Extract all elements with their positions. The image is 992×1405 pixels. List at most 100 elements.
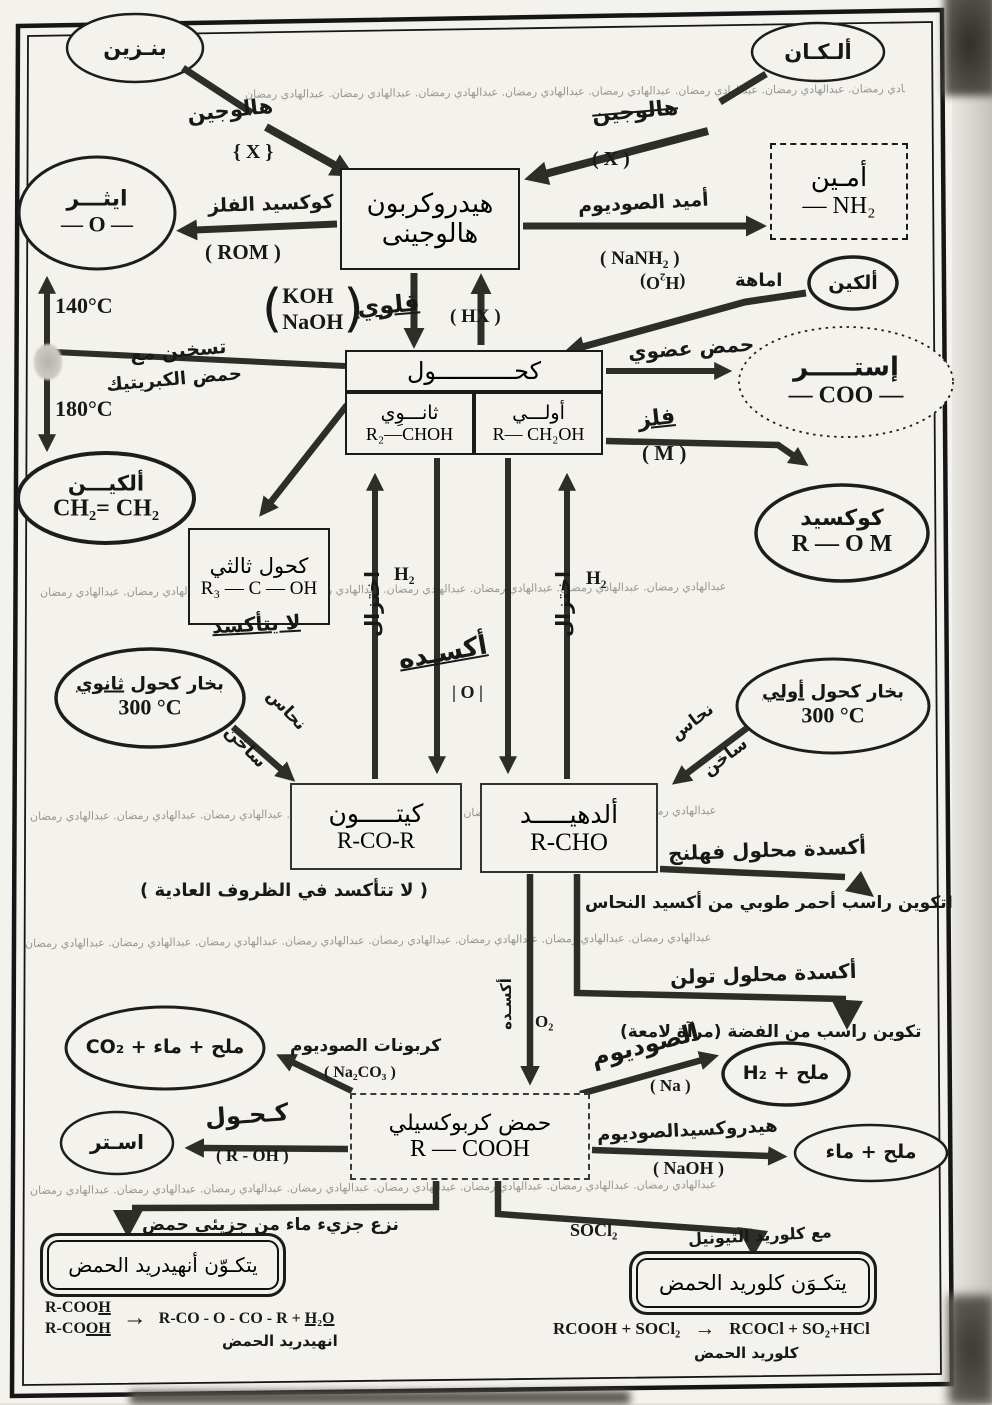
alkene-small-ellipse (807, 255, 899, 311)
arrow-alcohol-ester (184, 1138, 349, 1158)
metal-oxide-label: كوكسيد الفلز (207, 190, 334, 218)
arrow-sodium (579, 1051, 719, 1098)
head-chloride (737, 1227, 768, 1257)
benzene-label: بنـزين (103, 36, 167, 60)
naoh-label: ( NaOH ) (653, 1158, 724, 1178)
tollens-result-label: تكوين راسب من الفضة (مرآة لامعة) (620, 1022, 922, 1042)
na2co3-label: ( Na₂CO₃ ) (324, 1064, 396, 1081)
ester-ellipse (738, 326, 954, 438)
page-border-inner (22, 21, 942, 1386)
chloride-equation: RCOOH + SOCl₂→RCOCl + SO₂+HCl (553, 1316, 870, 1340)
benzene-ellipse (65, 12, 205, 84)
amine-line1: أمـين (810, 163, 868, 193)
arrow-naoh (591, 1146, 788, 1166)
chloride-result-box: يتكـوَن كلوريد الحمض (629, 1251, 877, 1315)
reduction-label-right: اختزال (551, 570, 575, 638)
anhydride-text: يتكـوّن أنهيدريد الحمض (68, 1253, 258, 1277)
arrow-secvapor-ketone (230, 724, 296, 782)
alkene-big-ellipse (16, 451, 196, 545)
alcohol-title: كحـــــــــــول (406, 357, 542, 385)
halo-hydrocarbon-line1: هيدروكربون (366, 189, 494, 219)
amine-formula: — NH₂ (802, 193, 876, 219)
alcohol-box: كحـــــــــــول (345, 350, 603, 392)
tertiary-formula: R₃ — C — OH (200, 577, 318, 599)
ester-label: إستـــــر— COO — (788, 352, 904, 409)
line-heating (53, 349, 346, 369)
reduction-label-left: اختزال (360, 570, 384, 638)
aldehyde-box: ألدهيـــــد R-CHO (480, 783, 658, 873)
anhydride-equation: R-COOH R-COOH → R-CO - O - CO - R + H₂O (45, 1299, 335, 1337)
arrow-tertiary (259, 402, 350, 517)
arrow-carbonate (276, 1054, 354, 1094)
arrow-fehling (659, 865, 846, 881)
no-oxidation-note: ( لا تتأكسد في الظروف العادية ) (140, 880, 429, 901)
ether-label: ايثـــر— O — (60, 186, 134, 237)
dehydration-label: نزع جزيء ماء من جزيئي حمض (142, 1215, 399, 1235)
head-tollens (831, 999, 863, 1030)
chloride-name-label: كلوريد الحمض (694, 1344, 799, 1362)
salt-water-label: ملح + ماء (825, 1141, 917, 1163)
arrows (38, 65, 847, 1236)
hx-label: ( HX ) (450, 306, 501, 327)
hydration-label: اماهة (735, 270, 783, 291)
aldehyde-formula: R-CHO (530, 828, 608, 856)
salt-h2-ellipse (721, 1041, 851, 1107)
halo-hydrocarbon-line2: هالوجينى (381, 219, 479, 249)
alkane-ellipse (750, 21, 886, 83)
ester-small-label: اسـتر (90, 1130, 144, 1154)
fehling-result-label: تكوين راسب أحمر طوبي من أكسيد النحاسI (585, 893, 953, 913)
na-label: ( Na ) (650, 1076, 691, 1095)
amine-box: أمـين — NH₂ (770, 143, 908, 240)
acid-title: حمض كربوكسيلي (388, 1110, 552, 1136)
arrow-halo-ether (176, 219, 338, 241)
acid-formula: R — COOH (409, 1135, 530, 1162)
arrowheads (113, 871, 874, 1257)
ketone-title: كيتـــــون (328, 799, 424, 828)
primary-alcohol-box: أولـــي R— CH₂OH (474, 392, 603, 455)
carbonate-label: كربونات الصوديوم (290, 1036, 442, 1056)
primary-vapor-ellipse (735, 657, 931, 755)
anhydride-name-label: انهيدريد الحمض (222, 1332, 338, 1350)
secondary-vapor-ellipse (54, 647, 246, 749)
alkane-label: ألـكـان (784, 40, 852, 64)
primary-formula: R— CH₂OH (492, 424, 585, 444)
secondary-title: ثانـــوِي (380, 402, 439, 424)
no-oxidation-tertiary-note: لا يتأكسد (211, 609, 302, 639)
h2-label-left: H₂ (394, 564, 415, 585)
ketone-formula: R-CO-R (337, 828, 415, 853)
temp-180-label: 180°C (55, 396, 113, 421)
h2-label-right: H₂ (586, 568, 607, 589)
arrow-chloride-path (494, 1181, 753, 1236)
ether-ellipse (17, 155, 177, 271)
arrow-benzene-halogen (181, 65, 254, 116)
temp-140-label: 140°C (55, 293, 113, 318)
anhydride-result-box: يتكـوّن أنهيدريد الحمض (40, 1233, 286, 1297)
alkene-small-label: ألكين (828, 272, 878, 294)
arrow-hydration (563, 289, 807, 357)
tertiary-title: كحول ثالثي (209, 553, 309, 578)
alkoxide-ellipse (754, 483, 930, 583)
arrow-metal (605, 437, 809, 466)
arrow-privapor-aldehyde (671, 725, 749, 785)
arrow-halogen-halo-box-right (524, 127, 710, 185)
socl2-label: SOCl₂ (570, 1220, 618, 1240)
arrow-tollens (573, 874, 847, 1003)
co2-salt-label: ملح + ماء + CO₂ (85, 1036, 245, 1058)
h2o-label: (H₂O) (640, 273, 686, 293)
oxidation-o-label: | O | (452, 682, 483, 702)
chloride-text: يتكـوَن كلوريد الحمض (658, 1271, 847, 1295)
arrow-halogen-halo-box (264, 123, 355, 177)
arrow-alkane-halogen (718, 71, 768, 105)
head-anhydride (113, 1210, 143, 1238)
secondary-alcohol-box: ثانـــوِي R₂—CHOH (345, 392, 474, 455)
oxidation-rotated-label: أكسـده (497, 978, 515, 1030)
o2-label: O₂ (535, 1012, 554, 1031)
halo-hydrocarbon-box: هيدروكربون هالوجينى (340, 168, 520, 270)
co2-salt-ellipse (64, 1005, 266, 1091)
carboxylic-acid-box: حمض كربوكسيلي R — COOH (350, 1093, 590, 1180)
secondary-formula: R₂—CHOH (365, 424, 454, 444)
